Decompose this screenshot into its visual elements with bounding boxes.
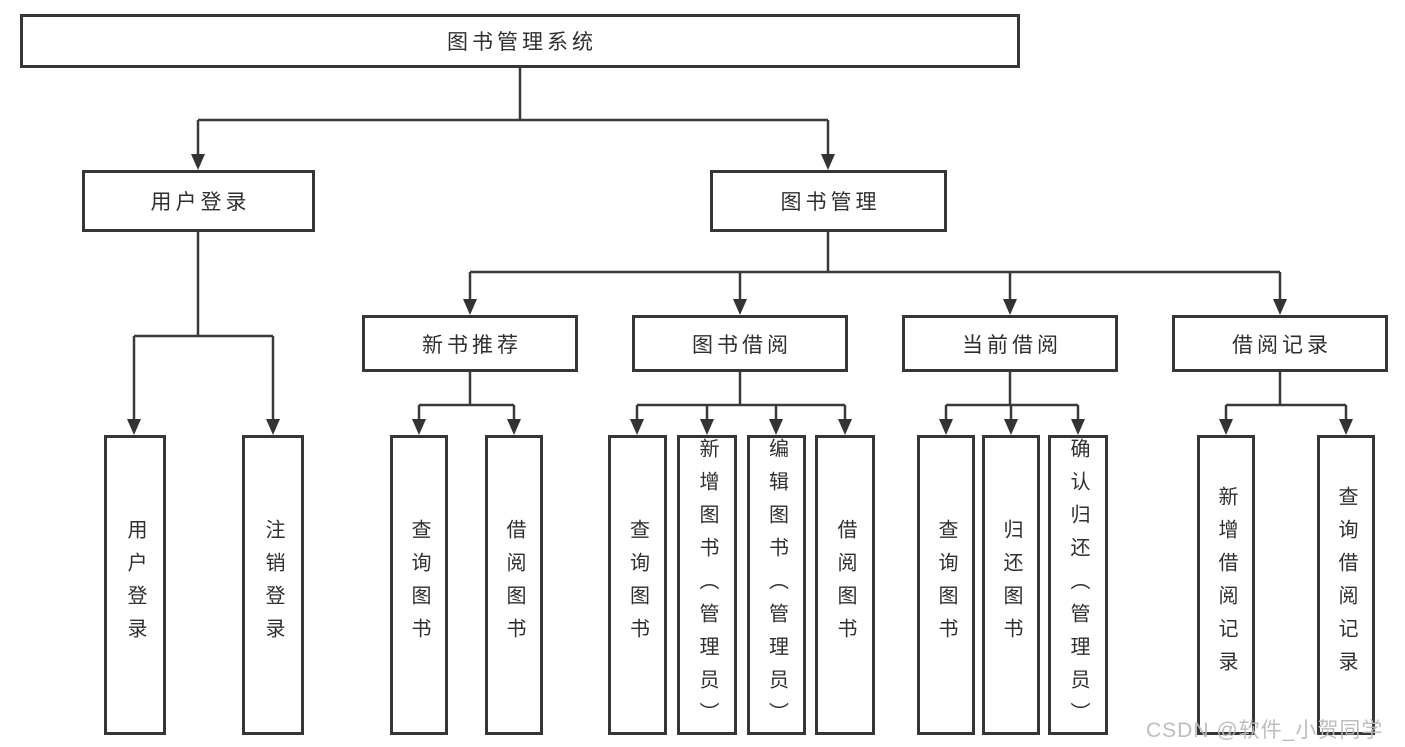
- node-current-borrow: 当前借阅: [902, 315, 1118, 372]
- csdn-watermark: CSDN @软件_小贺同学: [1146, 719, 1384, 742]
- leaf-label: 查询图书: [935, 519, 957, 651]
- node-leaf-borrow-books-recommend: 借阅图书: [485, 435, 543, 735]
- leaf-label: 查询图书: [408, 519, 430, 651]
- leaf-label: 注销登录: [262, 519, 284, 651]
- node-current-borrow-label: 当前借阅: [962, 333, 1062, 357]
- node-book-borrow-label: 图书借阅: [692, 333, 792, 357]
- leaf-label: 借阅图书: [834, 519, 856, 651]
- node-leaf-query-books-current: 查询图书: [917, 435, 975, 735]
- node-leaf-query-books-borrow: 查询图书: [608, 435, 667, 735]
- node-leaf-query-borrow-record: 查询借阅记录: [1317, 435, 1375, 735]
- leaf-label: 新增图书（管理员）: [696, 438, 718, 735]
- leaf-label: 新增借阅记录: [1215, 486, 1237, 684]
- leaf-label: 编辑图书（管理员）: [765, 438, 788, 735]
- node-user-login: 用户登录: [82, 170, 315, 232]
- leaf-label: 归还图书: [1000, 519, 1022, 651]
- node-borrow-record: 借阅记录: [1172, 315, 1388, 372]
- node-leaf-add-book-admin: 新增图书（管理员）: [677, 435, 737, 735]
- node-leaf-query-books-recommend: 查询图书: [390, 435, 448, 735]
- node-user-login-label: 用户登录: [150, 191, 251, 214]
- node-leaf-return-book: 归还图书: [982, 435, 1040, 735]
- node-new-book-recommend-label: 新书推荐: [422, 333, 522, 357]
- node-book-management: 图书管理: [710, 170, 947, 232]
- node-root-label: 图书管理系统: [447, 31, 597, 54]
- node-leaf-confirm-return-admin: 确认归还（管理员）: [1048, 435, 1108, 735]
- node-leaf-edit-book-admin: 编辑图书（管理员）: [747, 435, 806, 735]
- node-borrow-record-label: 借阅记录: [1232, 333, 1332, 357]
- node-book-borrow: 图书借阅: [632, 315, 848, 372]
- node-root: 图书管理系统: [20, 14, 1020, 68]
- node-leaf-borrow-books: 借阅图书: [815, 435, 875, 735]
- leaf-label: 查询借阅记录: [1335, 486, 1357, 684]
- node-leaf-add-borrow-record: 新增借阅记录: [1197, 435, 1255, 735]
- leaf-label: 用户登录: [124, 519, 146, 651]
- leaf-label: 确认归还（管理员）: [1067, 438, 1089, 735]
- arrowheads: [127, 154, 1353, 435]
- leaf-label: 查询图书: [626, 519, 649, 651]
- node-book-management-label: 图书管理: [780, 191, 881, 214]
- leaf-label: 借阅图书: [503, 519, 525, 651]
- node-leaf-logout: 注销登录: [242, 435, 304, 735]
- node-new-book-recommend: 新书推荐: [362, 315, 578, 372]
- node-leaf-user-login: 用户登录: [104, 435, 166, 735]
